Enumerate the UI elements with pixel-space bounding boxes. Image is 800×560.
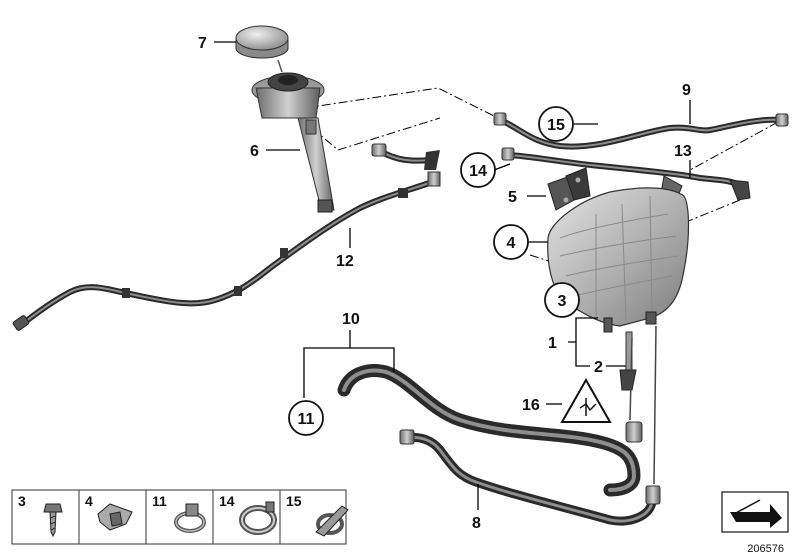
callout-6: 6 [250, 143, 259, 160]
leader-lines [214, 41, 691, 510]
legend-label-11: 11 [152, 493, 167, 509]
callout-8: 8 [472, 515, 481, 532]
callout-15: 15 [547, 117, 565, 134]
bracket [547, 167, 591, 211]
level-sensor [619, 331, 637, 391]
spring-band-clamp-icon [239, 501, 277, 535]
legend-label-4: 4 [85, 493, 93, 509]
filler-neck [251, 72, 335, 213]
parts-legend: 3 4 11 14 15 [11, 489, 349, 545]
callout-1: 1 [548, 335, 557, 352]
callout-10: 10 [342, 311, 360, 328]
legend-label-3: 3 [18, 493, 26, 509]
callout-5: 5 [508, 189, 517, 206]
catalog-number: 206576 [747, 543, 784, 555]
callout-2: 2 [594, 359, 603, 376]
hose-10 [337, 337, 643, 497]
callout-7: 7 [198, 35, 207, 52]
legend-label-14: 14 [219, 493, 235, 509]
callout-16: 16 [522, 397, 540, 414]
screw-icon [43, 503, 63, 538]
hose-13 [501, 147, 751, 201]
hose-12 [12, 179, 435, 331]
orientation-arrow-icon [721, 491, 789, 533]
warning-symbol-icon [560, 377, 612, 423]
legend-label-15: 15 [286, 493, 302, 509]
callout-13: 13 [674, 143, 692, 160]
cable-tie-clamp-icon [315, 505, 349, 537]
expansion-tank [547, 187, 690, 333]
hose-15 [493, 112, 789, 150]
callout-12: 12 [336, 253, 354, 270]
callout-4: 4 [507, 235, 516, 252]
hose-8 [399, 325, 661, 526]
callouts: 7 6 9 13 5 12 10 1 2 16 8 15 14 4 3 11 [198, 35, 692, 532]
callout-11: 11 [298, 411, 315, 428]
callout-14: 14 [469, 163, 487, 180]
filler-cap [235, 25, 289, 73]
hose-connector [371, 143, 441, 187]
hose-clamp-icon [174, 503, 206, 533]
callout-3: 3 [558, 293, 567, 310]
callout-9: 9 [682, 82, 691, 99]
clip-nut-icon [97, 503, 133, 531]
